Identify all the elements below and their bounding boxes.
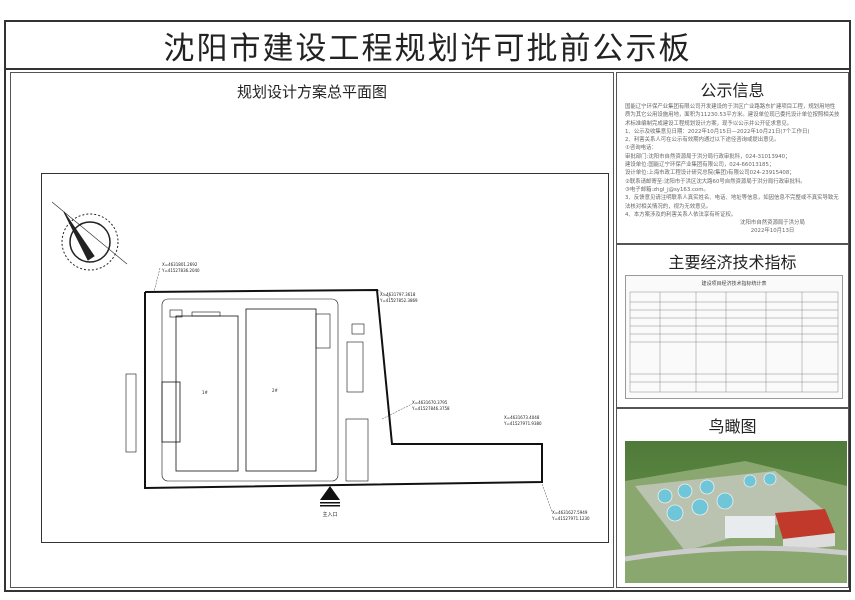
svg-text:X=4631670.3795: X=4631670.3795 [412, 400, 448, 405]
svg-text:Y=41527846.3758: Y=41527846.3758 [411, 406, 450, 411]
indicators-section: 主要经济技术指标 建设项目经济技术指标统计表 [616, 244, 849, 408]
svg-text:X=4631801.2692: X=4631801.2692 [162, 262, 198, 267]
svg-text:2#: 2# [272, 388, 279, 393]
svg-text:Y=41527852.3869: Y=41527852.3869 [379, 298, 418, 303]
svg-text:Y=41527971.1230: Y=41527971.1230 [551, 516, 590, 521]
notice-title: 公示信息 [700, 81, 765, 100]
aerial-title: 鸟瞰图 [708, 417, 757, 436]
aerial-section: 鸟瞰图 [616, 408, 849, 588]
notice-section: 公示信息 国能辽宁环保产业集团有限公司开发建设的于洪区广业路路东扩建项目工程，规… [616, 72, 849, 244]
notice-date: 2022年10月13日 [750, 228, 795, 235]
notice-board: 沈阳市建设工程规划许可批前公示板 规划设计方案总平面图 [4, 20, 851, 592]
svg-text:X=4631673.4048: X=4631673.4048 [504, 415, 540, 420]
site-plan-title: 规划设计方案总平面图 [236, 83, 387, 101]
compass-icon [51, 201, 128, 271]
svg-text:X=4631627.5949: X=4631627.5949 [552, 510, 588, 515]
svg-text:1#: 1# [202, 390, 209, 395]
board-title: 沈阳市建设工程规划许可批前公示板 [6, 22, 849, 70]
entrance-arrow-icon [320, 486, 340, 507]
indicators-table: 建设项目经济技术指标统计表 [625, 275, 843, 399]
entrance-label: 主入口 [322, 511, 337, 518]
notice-signature: 沈阳市自然资源局于洪分局 [740, 220, 805, 227]
notice-body: 国能辽宁环保产业集团有限公司开发建设的于洪区广业路路东扩建项目工程，规划用地性质… [625, 104, 840, 235]
svg-text:X=4631797.3618: X=4631797.3618 [380, 292, 416, 297]
aerial-view-image [625, 441, 847, 583]
svg-text:Y=41527836.2040: Y=41527836.2040 [161, 268, 200, 273]
site-plan-panel: 规划设计方案总平面图 [10, 72, 614, 588]
right-column: 公示信息 国能辽宁环保产业集团有限公司开发建设的于洪区广业路路东扩建项目工程，规… [616, 72, 849, 588]
svg-text:Y=41527971.9380: Y=41527971.9380 [503, 421, 542, 426]
indicators-title: 主要经济技术指标 [668, 253, 797, 272]
